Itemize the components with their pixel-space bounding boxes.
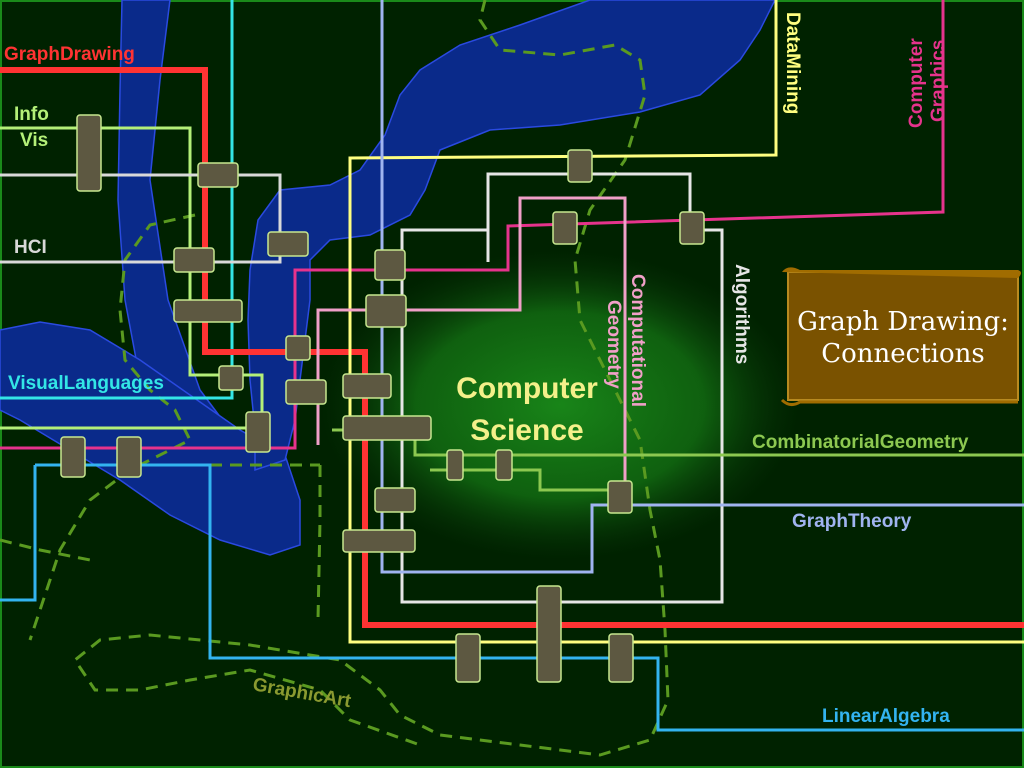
- station: [173, 299, 243, 323]
- line-visual-languages: [0, 0, 234, 400]
- line-data-mining: [348, 0, 1024, 644]
- station: [245, 411, 271, 453]
- station: [608, 633, 634, 683]
- station: [285, 335, 311, 361]
- graphic-art-region: [0, 465, 322, 621]
- station: [285, 379, 327, 405]
- station: [218, 365, 244, 391]
- label-computational-geometry: Geometry: [603, 300, 624, 389]
- station: [365, 294, 407, 328]
- title-line: Connections: [821, 339, 985, 369]
- station: [536, 585, 562, 683]
- station: [76, 114, 102, 192]
- station: [679, 211, 705, 245]
- label-info-vis: Info: [14, 104, 49, 125]
- center-label: Computer: [456, 372, 598, 405]
- station: [374, 249, 406, 281]
- center-label: Science: [470, 414, 583, 447]
- label-info-vis: Vis: [20, 130, 48, 151]
- title-box: Graph Drawing: Connections: [780, 267, 1021, 407]
- station: [197, 162, 239, 188]
- label-linear-algebra: LinearAlgebra: [822, 706, 950, 727]
- graphic-art-region: [28, 213, 196, 641]
- station: [455, 633, 481, 683]
- station: [342, 373, 392, 399]
- title-line: Graph Drawing:: [797, 307, 1009, 337]
- label-graph-drawing: GraphDrawing: [4, 44, 135, 65]
- line-linear-algebra: [0, 463, 1024, 732]
- label-computer-graphics: Computer: [906, 38, 927, 128]
- river-region: [0, 321, 301, 556]
- label-combinatorial-geometry: CombinatorialGeometry: [752, 432, 969, 453]
- station: [567, 149, 593, 183]
- station: [374, 487, 416, 513]
- center-glow: [320, 250, 800, 560]
- label-data-mining: DataMining: [782, 12, 803, 114]
- station: [607, 480, 633, 514]
- line-algorithms: [400, 172, 724, 604]
- station: [342, 529, 416, 553]
- station: [342, 415, 432, 441]
- station: [173, 247, 215, 273]
- line-graph-drawing: [0, 67, 1024, 628]
- label-hci: HCI: [14, 237, 47, 258]
- label-graphic-art: GraphicArt: [251, 674, 353, 712]
- label-computational-geometry: Computational: [627, 274, 648, 407]
- station: [552, 211, 578, 245]
- line-computational-geometry: [316, 196, 627, 490]
- station: [60, 436, 86, 478]
- station: [495, 449, 513, 481]
- station: [116, 436, 142, 478]
- stations: [60, 114, 705, 683]
- label-algorithms: Algorithms: [731, 264, 752, 364]
- line-hci: [0, 173, 282, 264]
- label-visual-languages: VisualLanguages: [8, 373, 164, 394]
- station: [446, 449, 464, 481]
- label-graph-theory: GraphTheory: [792, 511, 912, 532]
- line-computer-graphics: [0, 0, 945, 450]
- graphic-art-region: [72, 0, 670, 757]
- station: [267, 231, 309, 257]
- label-computer-graphics: Graphics: [928, 40, 949, 122]
